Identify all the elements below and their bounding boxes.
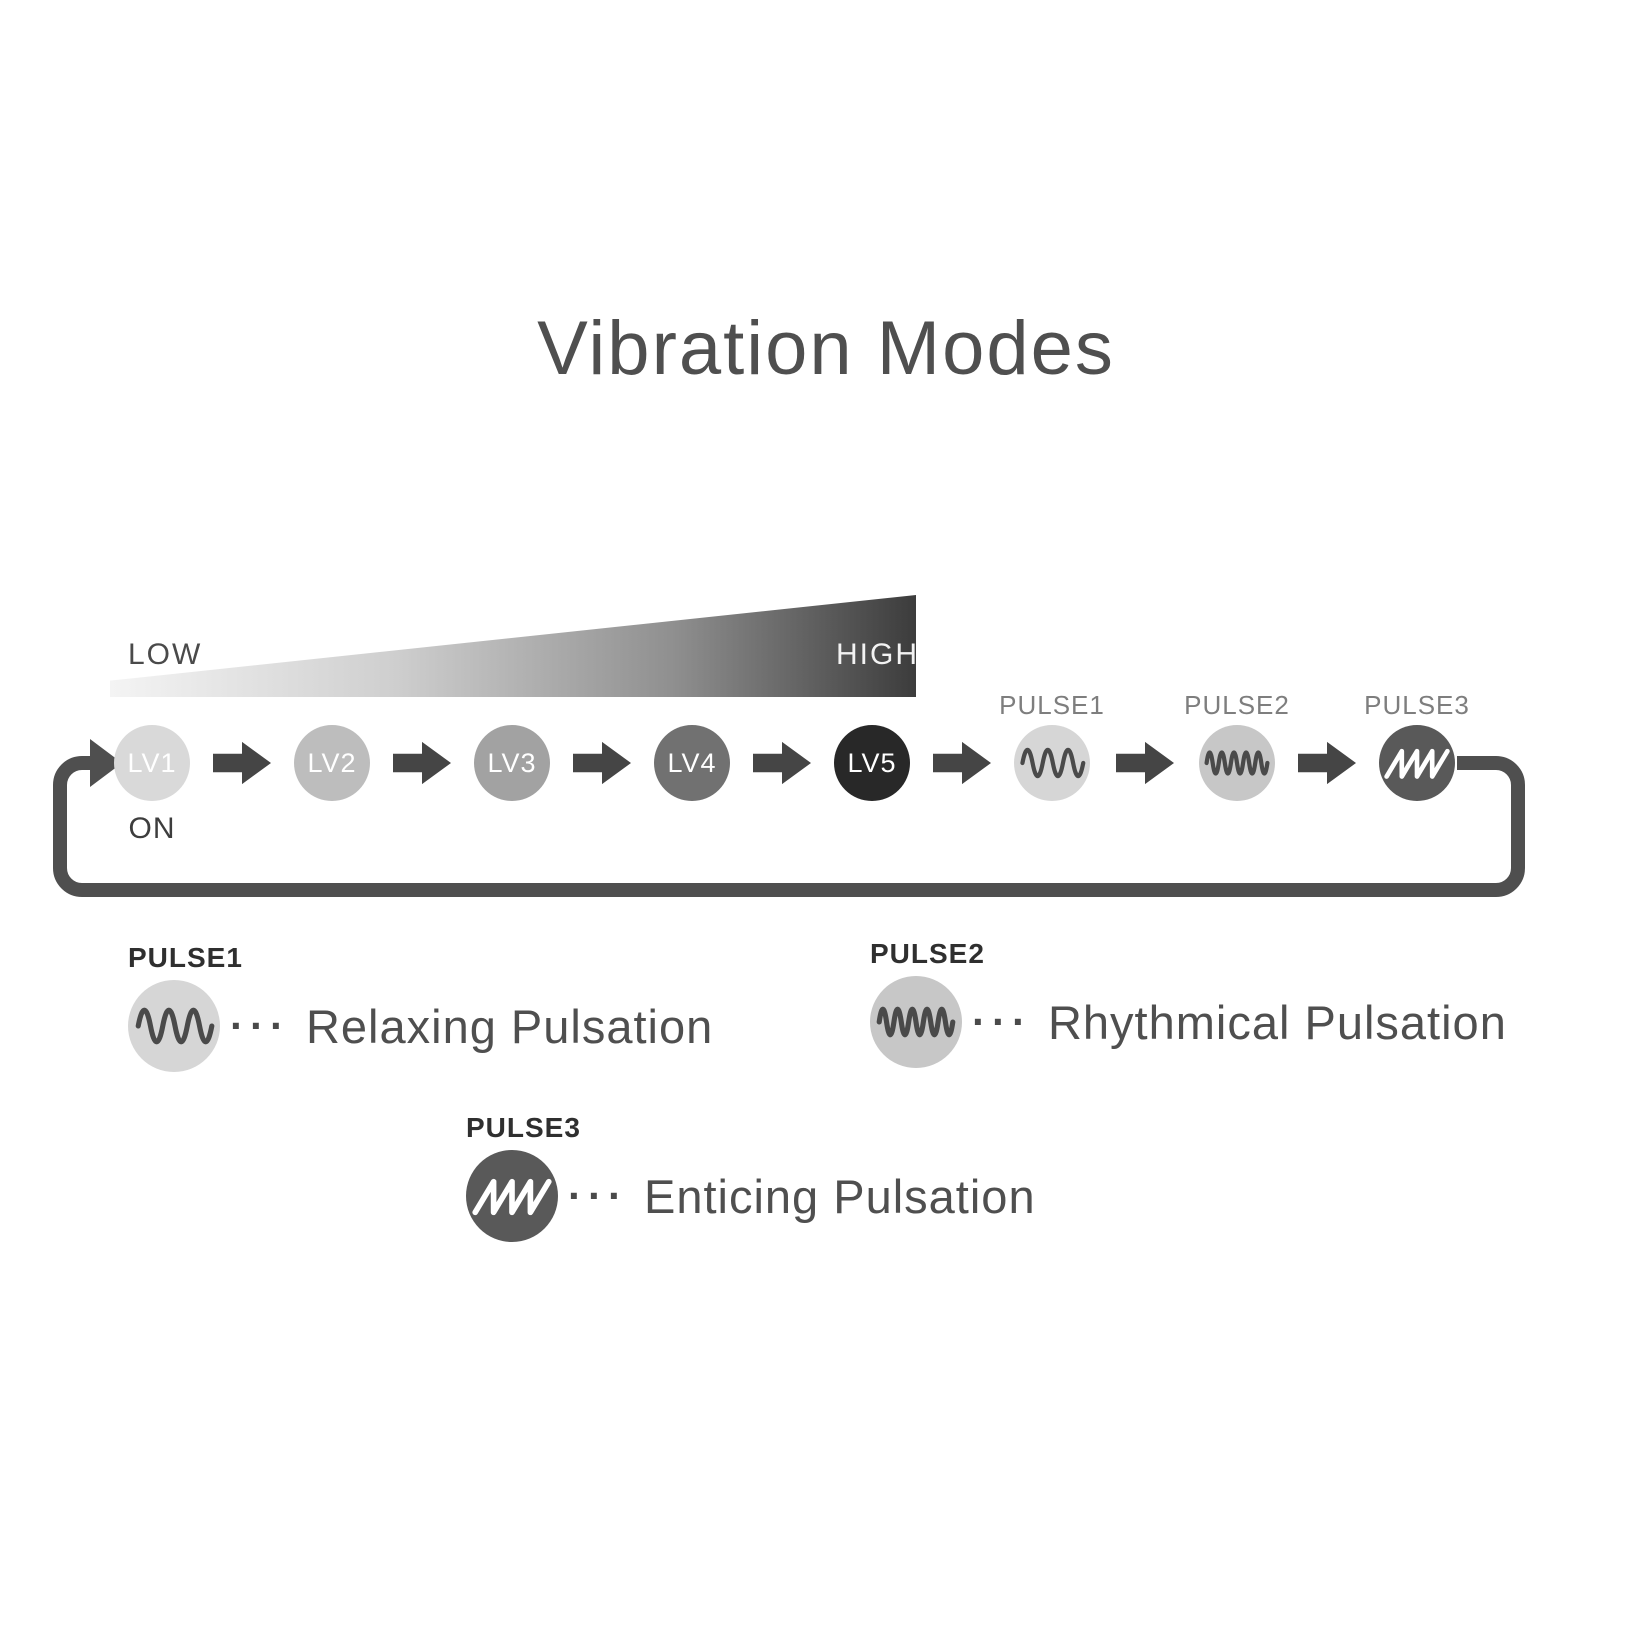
legend-pulse-1: PULSE1 ··· Relaxing Pulsation [128,942,713,1072]
on-label: ON [128,812,176,845]
loop-line [53,756,1525,897]
level-4-label: LV4 [667,747,717,778]
pulse-2-circle [1199,725,1275,801]
level-3-label: LV3 [487,747,537,778]
pulse-1-legend-circle [128,980,220,1072]
level-2-circle: LV2 [294,725,370,801]
level-1-label: LV1 [127,747,177,778]
pulse-3-circle [1379,725,1455,801]
sine-slow-wave-icon [135,1007,215,1045]
sine-slow-wave-icon [1020,747,1086,779]
page-title: Vibration Modes [537,306,1115,391]
low-label: LOW [128,638,203,671]
legend-pulse-2: PULSE2 ··· Rhythmical Pulsation [870,938,1507,1068]
sine-fast-wave-icon [876,1006,956,1038]
pulse-3-legend-circle [466,1150,558,1242]
pulse-1-step-label: PULSE1 [999,690,1105,720]
pulse-2-step-label: PULSE2 [1184,690,1290,720]
pulse-3-description: Enticing Pulsation [643,1169,1036,1223]
level-1-circle: LV1 [114,725,190,801]
ellipsis-dots: ··· [568,1172,628,1219]
high-label: HIGH [836,638,919,671]
pulse-2-description: Rhythmical Pulsation [1047,995,1507,1049]
sine-fast-wave-icon [1204,750,1270,776]
loop-arrowhead-icon [90,739,122,787]
legend-pulse-2-label: PULSE2 [870,938,985,969]
level-2-label: LV2 [307,747,357,778]
legend-pulse-3-label: PULSE3 [466,1112,581,1143]
pulse-1-description: Relaxing Pulsation [305,999,714,1053]
level-5-circle: LV5 [834,725,910,801]
pulse-2-legend-circle [870,976,962,1068]
level-3-circle: LV3 [474,725,550,801]
legend-pulse-1-label: PULSE1 [128,942,243,973]
level-5-label: LV5 [847,747,897,778]
legend-pulse-3: PULSE3 ··· Enticing Pulsation [466,1112,1036,1242]
ellipsis-dots: ··· [972,998,1032,1045]
ellipsis-dots: ··· [230,1002,290,1049]
level-4-circle: LV4 [654,725,730,801]
sawtooth-wave-icon [1384,748,1450,779]
pulse-3-step-label: PULSE3 [1364,690,1470,720]
pulse-1-circle [1014,725,1090,801]
sawtooth-wave-icon [472,1178,552,1216]
